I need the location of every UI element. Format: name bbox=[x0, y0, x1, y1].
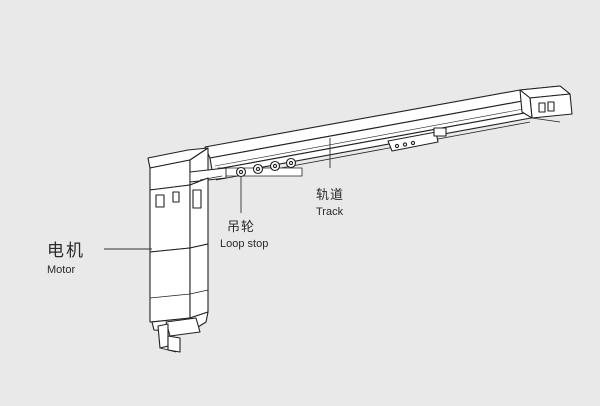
master-carrier bbox=[387, 127, 447, 152]
motor-body bbox=[149, 177, 209, 353]
end-cap bbox=[519, 85, 573, 123]
corner-head bbox=[147, 147, 227, 191]
loop-stop-rollers bbox=[217, 157, 303, 178]
motor-label-en: Motor bbox=[47, 264, 76, 276]
motor-label-cn: 电机 bbox=[47, 241, 85, 261]
track-label-en: Track bbox=[316, 206, 344, 218]
track-label-cn: 轨道 bbox=[316, 188, 345, 203]
loop-stop-label-cn: 吊轮 bbox=[227, 220, 256, 235]
leader-lines bbox=[104, 138, 331, 250]
loop-stop-label-en: Loop stop bbox=[220, 238, 269, 250]
